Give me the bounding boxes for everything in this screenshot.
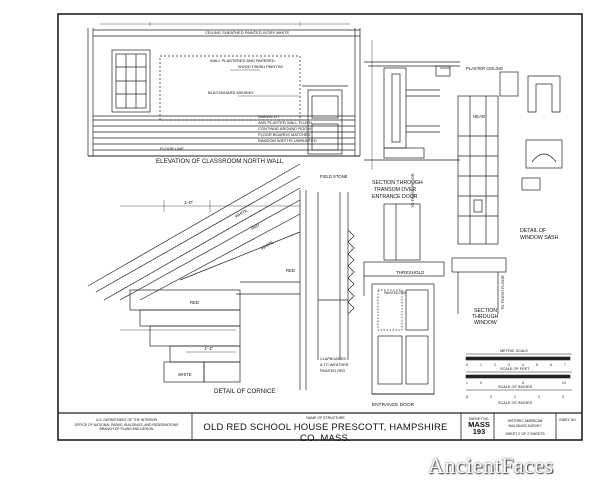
elevation-caption: ELEVATION OF CLASSROOM NORTH WALL — [156, 158, 284, 165]
inches-ticks: 6 0 1 2 3 — [466, 395, 564, 399]
clapboards-note-3: PAINTED RED — [320, 369, 346, 373]
scales-block — [465, 353, 572, 391]
clapboard-section-drawing — [317, 192, 355, 360]
elevation-drawing — [87, 22, 361, 157]
svg-text:5: 5 — [522, 381, 524, 385]
cornice-label-red-3: RED — [190, 300, 199, 305]
sash-caption-2: WINDOW SASH — [520, 235, 559, 241]
cornice-label-red-1: RED — [250, 222, 260, 231]
entrance-door-drawing — [363, 203, 445, 395]
dim-1-1: 1'-1" — [204, 346, 214, 351]
note-wall: WALL PLASTERED AND PAPERED — [210, 58, 275, 63]
svg-text:0: 0 — [490, 395, 492, 399]
svg-text:6: 6 — [466, 395, 468, 399]
agency-line-2: OFFICE OF NATIONAL PARKS, BUILDINGS, AND… — [74, 422, 179, 427]
survey-number-block: SURVEY NO. MASS 193 — [466, 417, 492, 435]
note-random: RANDOM WIDTHS UNPAINTED — [258, 138, 317, 143]
name-of-structure-label: NAME OF STRUCTURE — [306, 416, 345, 420]
survey-code: MASS — [468, 420, 490, 429]
svg-text:10: 10 — [562, 381, 566, 385]
window-section-drawing — [451, 71, 519, 314]
note-floor-boards: FLOOR BOARDS MATCHED — [258, 132, 310, 137]
sheet-title: OLD RED SCHOOL HOUSE PRESCOTT, HAMPSHIRE… — [203, 422, 448, 444]
outer-border — [57, 13, 583, 441]
note-plaster-flush: AND PLASTER WALL FLUSH — [258, 120, 312, 125]
inches-scale-label-2: SCALE OF INCHES — [498, 401, 533, 405]
head-label: HEAD — [473, 114, 485, 119]
svg-text:2: 2 — [538, 395, 540, 399]
metric-ticks: 0 1 2 3 4 5 6 7 — [466, 363, 566, 367]
note-continue: CONTINUE AROUND ROOM — [258, 126, 311, 131]
survey-label: SURVEY NO. — [468, 417, 490, 421]
cornice-label-white-3: WHITE — [178, 372, 192, 377]
sheet-number: SHEET 2 OF 2 SHEETS — [505, 432, 545, 436]
painted-red-note: PAINTED RED — [384, 291, 407, 295]
window-caption-2: THROUGH — [472, 314, 498, 320]
svg-text:1: 1 — [480, 363, 482, 367]
clapboards-note-2: & TO WEATHER — [320, 363, 349, 367]
transom-section-drawing — [364, 40, 460, 170]
window-sash-drawing — [521, 75, 563, 191]
cornice-drawing — [87, 163, 307, 390]
svg-text:1: 1 — [466, 381, 468, 385]
svg-text:6: 6 — [550, 363, 552, 367]
agency-block: U.S. DEPARTMENT OF THE INTERIOR OFFICE O… — [64, 418, 189, 432]
svg-text:7: 7 — [564, 363, 566, 367]
cornice-caption: DETAIL OF CORNICE — [214, 388, 276, 395]
agency-line-1: U.S. DEPARTMENT OF THE INTERIOR — [96, 418, 157, 422]
svg-text:4: 4 — [522, 363, 524, 367]
svg-text:1: 1 — [514, 395, 516, 399]
cornice-label-red-2: RED — [286, 268, 295, 273]
svg-text:3: 3 — [508, 363, 510, 367]
window-caption-3: WINDOW — [474, 320, 497, 326]
sash-caption-1: DETAIL OF — [520, 228, 546, 234]
transom-caption-3: ENTRANCE DOOR — [372, 194, 418, 200]
plaster-ceiling-label: PLASTER CEILING — [466, 66, 503, 71]
threshold-label: THRESHOLD — [396, 270, 425, 275]
feet-ticks: 1 0 5 10 — [466, 381, 566, 385]
note-ceiling: CEILING SHEATHED PAINTED IVORY WHITE — [205, 30, 289, 35]
transom-caption-1: SECTION THROUGH — [372, 180, 423, 186]
feet-scale-label: SCALE OF FEET — [500, 367, 530, 371]
index-number-label: INDEX NO. — [559, 418, 577, 422]
program-block: HISTORIC AMERICAN BUILDINGS SURVEY — [496, 419, 554, 428]
program-line-2: BUILDINGS SURVEY — [508, 423, 542, 428]
note-blackboard: BLACKBOARD MISSING — [208, 90, 253, 95]
to-finish-floor-1: TO FINISH FLOOR — [410, 173, 415, 208]
survey-number: 193 — [472, 427, 486, 436]
agency-line-3: BRANCH OF PLANS AND DESIGN — [99, 427, 154, 432]
field-stone-label: FIELD STONE — [320, 174, 348, 179]
watermark: AncientFaces — [428, 453, 600, 488]
inches-scale-label: SCALE OF INCHES — [498, 385, 533, 389]
to-finish-floor-2: TO FINISH FLOOR — [500, 275, 505, 310]
program-line-1: HISTORIC AMERICAN — [507, 419, 543, 423]
cornice-label-white-1: WHITE — [234, 208, 248, 219]
note-wood: WOOD FINISH PAINTED — [238, 64, 283, 69]
entrance-door-caption: ENTRANCE DOOR — [372, 402, 415, 408]
note-floor-line: FLOOR LINE — [160, 146, 184, 151]
svg-text:5: 5 — [536, 363, 538, 367]
svg-text:0: 0 — [480, 381, 482, 385]
window-caption-1: SECTION — [474, 308, 497, 314]
cornice-label-white-2: WHITE — [260, 240, 274, 251]
note-wainscot: WAINSCOT — [258, 114, 280, 119]
clapboards-note-1: CLAPBOARDS — [320, 357, 346, 361]
svg-text:0: 0 — [466, 363, 468, 367]
svg-text:2: 2 — [494, 363, 496, 367]
dim-1-0: 1'-0" — [184, 200, 194, 205]
watermark-text: AncientFaces — [428, 453, 554, 478]
transom-caption-2: TRANSOM OVER — [374, 187, 416, 193]
svg-text:3: 3 — [562, 395, 564, 399]
metric-scale-label: METRIC SCALE — [500, 349, 529, 353]
